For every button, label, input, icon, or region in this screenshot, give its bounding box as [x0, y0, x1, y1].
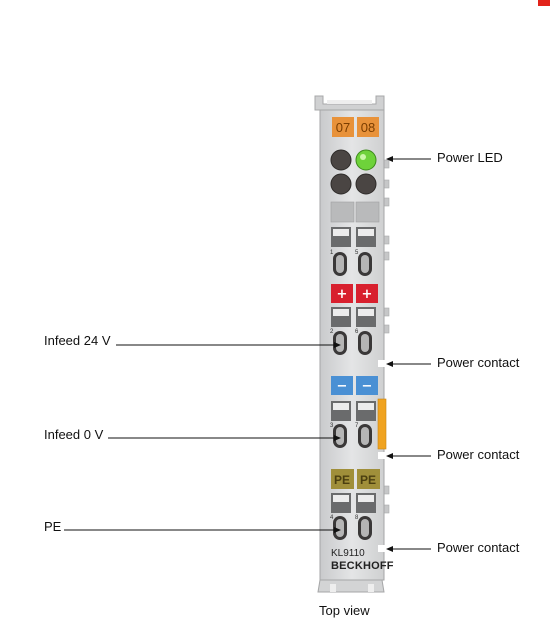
terminal-number-4: 4: [330, 515, 334, 521]
terminal-number-2: 2: [330, 329, 334, 335]
terminal-pair-2-6: [331, 307, 376, 355]
terminal-pair-1-5: [331, 227, 376, 276]
callout-power-contact-3: Power contact: [437, 540, 520, 555]
plus-marker-left: [331, 284, 353, 303]
plus-sign-left: +: [337, 287, 348, 302]
led-off-2: [330, 173, 352, 195]
channel-tag-08: [357, 117, 379, 137]
terminal-number-1: 1: [330, 250, 334, 256]
minus-sign-right: −: [362, 379, 373, 394]
terminal-pair-4-8: [331, 493, 376, 540]
minus-marker-right: [356, 376, 378, 395]
terminal-number-7: 7: [355, 423, 359, 429]
top-clip: [314, 95, 385, 111]
callout-power-contact-1: Power contact: [437, 355, 520, 370]
power-contact-1-slot: [378, 360, 388, 367]
corner-accent: [538, 0, 550, 6]
led-off-3: [355, 173, 377, 195]
power-led-glint: [360, 154, 366, 160]
model-label: KL9110: [331, 548, 365, 559]
minus-marker-left: [331, 376, 353, 395]
callout-power-contact-2: Power contact: [437, 447, 520, 462]
power-led: [355, 149, 377, 171]
minus-sign-left: −: [337, 379, 348, 394]
bottom-foot: [317, 579, 385, 593]
callout-infeed-0v: Infeed 0 V: [44, 427, 104, 442]
channel-tag-07: [332, 117, 354, 137]
terminal-number-6: 6: [355, 329, 359, 335]
callout-power-led: Power LED: [437, 150, 503, 165]
channel-label-08: 08: [361, 120, 375, 135]
terminal-number-8: 8: [355, 515, 359, 521]
pe-marker-right: [357, 469, 380, 489]
power-contact-3-slot: [378, 545, 388, 552]
channel-label-07: 07: [336, 120, 350, 135]
callout-pe: PE: [44, 519, 62, 534]
power-contact-strip: [377, 398, 387, 450]
terminal-number-3: 3: [330, 423, 334, 429]
plus-marker-right: [356, 284, 378, 303]
brand-label: BECKHOFF: [331, 560, 394, 572]
label-slot-left: [330, 201, 355, 223]
plus-sign-right: +: [362, 287, 373, 302]
view-caption: Top view: [319, 603, 370, 618]
side-contacts: [383, 159, 390, 514]
label-slot-right: [355, 201, 380, 223]
pe-label-right: PE: [360, 473, 376, 487]
terminal-pair-3-7: [331, 401, 376, 448]
terminal-number-5: 5: [355, 250, 359, 256]
callout-infeed-24v: Infeed 24 V: [44, 333, 111, 348]
power-contact-2-slot: [378, 452, 388, 459]
led-off-1: [330, 149, 352, 171]
pe-marker-left: [331, 469, 354, 489]
callout-lines: [64, 156, 431, 552]
pe-label-left: PE: [334, 473, 350, 487]
